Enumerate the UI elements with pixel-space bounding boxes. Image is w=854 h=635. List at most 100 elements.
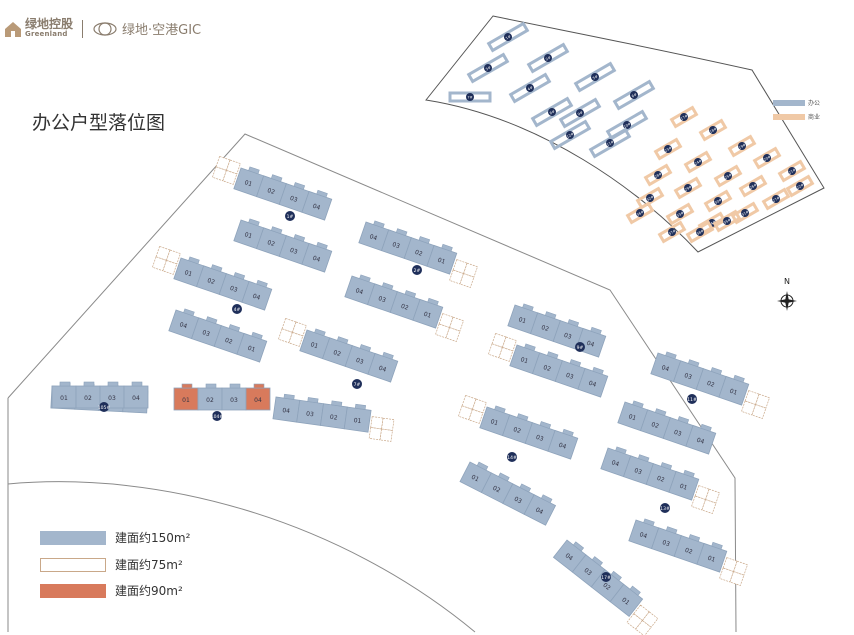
- small-unit[interactable]: [368, 427, 382, 441]
- small-unit[interactable]: [381, 417, 395, 431]
- unit-label: 02: [266, 187, 276, 196]
- building-marker[interactable]: [285, 211, 295, 221]
- unit-label: 02: [601, 582, 611, 592]
- site-boundary: [7, 133, 737, 633]
- small-unit[interactable]: [635, 620, 652, 635]
- unit-core: [229, 383, 241, 389]
- unit-label: 04: [558, 442, 568, 451]
- unit-label: 02: [491, 485, 501, 495]
- unit-label: 01: [247, 345, 257, 354]
- small-unit[interactable]: [278, 328, 293, 344]
- keymap-marker: [576, 109, 584, 117]
- unit-core: [688, 534, 701, 542]
- small-unit[interactable]: [379, 428, 393, 442]
- building-marker[interactable]: [232, 304, 242, 314]
- keymap-marker: [668, 228, 676, 236]
- keymap-block-shape: [508, 72, 552, 104]
- unit-label: 04: [639, 531, 649, 540]
- keymap-marker-label: 10#: [623, 122, 631, 129]
- keymap-marker: [544, 54, 552, 62]
- unit-label: 03: [565, 372, 575, 381]
- unit-core: [395, 228, 408, 237]
- small-unit[interactable]: [751, 404, 767, 419]
- legend-label: 建面约90m²: [115, 584, 183, 598]
- building-marker-label: 2#: [414, 268, 421, 274]
- small-unit[interactable]: [288, 331, 304, 347]
- building-marker[interactable]: [575, 342, 585, 352]
- building-marker[interactable]: [99, 402, 109, 412]
- building-marker[interactable]: [507, 452, 517, 462]
- small-unit[interactable]: [225, 159, 241, 175]
- keymap-marker: [749, 182, 757, 190]
- unit-core: [660, 462, 673, 470]
- unit-core: [336, 336, 349, 345]
- keymap-commercial-block: 21#: [777, 159, 807, 183]
- unit-core: [359, 274, 371, 283]
- keymap-marker: [636, 209, 644, 217]
- building-marker[interactable]: [601, 572, 611, 582]
- unit-core: [539, 421, 552, 429]
- unit-label: 04: [254, 397, 262, 404]
- unit-label: 01: [437, 257, 447, 266]
- unit-label: 01: [620, 596, 630, 606]
- small-unit[interactable]: [445, 327, 461, 342]
- small-unit[interactable]: [370, 416, 384, 430]
- unit-core: [83, 381, 95, 387]
- keymap-commercial-block: 35#: [712, 209, 742, 233]
- keymap-legend-swatch: [773, 99, 805, 106]
- keymap-block-shape: [657, 220, 687, 244]
- keymap-marker: [763, 154, 771, 162]
- small-unit[interactable]: [212, 166, 227, 182]
- compass-label: N: [784, 277, 790, 286]
- keymap-office-block: 6#: [612, 79, 656, 111]
- unit-label: 04: [586, 340, 596, 349]
- unit-label: 03: [108, 395, 116, 402]
- unit-core: [381, 282, 394, 291]
- unit-core: [359, 344, 372, 352]
- building-marker[interactable]: [212, 411, 222, 421]
- building-marker[interactable]: [412, 265, 422, 275]
- keymap-legend-commercial: 商业: [773, 112, 820, 121]
- unit-label: 01: [470, 474, 480, 484]
- small-unit[interactable]: [459, 273, 475, 288]
- unit-label: 01: [628, 413, 638, 422]
- unit-core: [373, 220, 385, 229]
- keymap-marker: [696, 228, 704, 236]
- keymap-marker: [623, 121, 631, 129]
- small-unit[interactable]: [468, 408, 484, 424]
- small-unit[interactable]: [729, 571, 745, 586]
- small-unit[interactable]: [701, 499, 717, 514]
- small-unit[interactable]: [458, 405, 473, 421]
- small-unit[interactable]: [488, 343, 503, 359]
- small-unit[interactable]: [222, 169, 238, 185]
- building-marker[interactable]: [352, 379, 362, 389]
- unit-label: 02: [84, 395, 92, 402]
- small-unit[interactable]: [162, 259, 178, 275]
- unit-label: 04: [588, 380, 598, 389]
- keymap-legend-label: 商业: [808, 114, 821, 121]
- unit-label: 04: [355, 287, 365, 296]
- building-marker[interactable]: [660, 503, 670, 513]
- keymap-marker-label: 7#: [467, 96, 472, 100]
- small-unit[interactable]: [498, 346, 514, 362]
- building-marker[interactable]: [687, 394, 697, 404]
- unit-core: [205, 316, 218, 325]
